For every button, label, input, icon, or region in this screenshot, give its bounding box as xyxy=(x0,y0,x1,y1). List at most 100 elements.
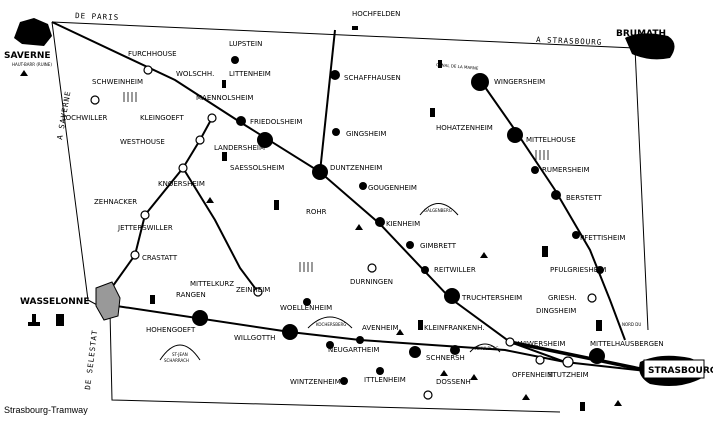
village-friedolsheim: FRIEDOLSHEIM xyxy=(250,118,302,126)
tree-icon xyxy=(522,394,530,400)
village-westhouse: WESTHOUSE xyxy=(120,138,165,146)
village-woellenheim: WOELLENHEIM xyxy=(280,304,332,312)
village-knoersheim: KNOERSHEIM xyxy=(158,180,205,188)
map-caption: Strasbourg-Tramway xyxy=(4,405,88,415)
station-griesh xyxy=(587,293,597,303)
village-offenheim: OFFENHEIM xyxy=(512,371,553,379)
village-mittelkurz: MITTELKURZ xyxy=(190,280,234,288)
vineyard-icons xyxy=(123,92,549,272)
church-icon xyxy=(430,108,435,117)
hill-labels: GALGENBERG ST-JEAN SCHARRACH KOCHERSBERG… xyxy=(164,208,499,363)
hill-label-scharrach: SCHARRACH xyxy=(164,358,189,363)
church-icon xyxy=(580,402,585,411)
station-kienheim xyxy=(375,217,385,227)
haut-barr-icon xyxy=(20,70,28,76)
church-icon xyxy=(150,295,155,304)
village-zeinheim: ZEINHEIM xyxy=(236,286,270,294)
church-icon xyxy=(596,320,602,331)
station-neugartheim xyxy=(326,341,334,349)
saverne-town-shape xyxy=(14,18,52,46)
village-rohr: ROHR xyxy=(306,208,327,216)
village-truchtersheim: TRUCHTERSHEIM xyxy=(461,294,522,302)
station-woellenheim xyxy=(303,298,311,306)
station-stutzheim xyxy=(562,356,574,368)
village-rangen: RANGEN xyxy=(176,291,206,299)
village-ittlenheim: ITTLENHEIM xyxy=(364,376,406,384)
village-durningen: DURNINGEN xyxy=(350,278,393,286)
stations-major xyxy=(192,56,605,385)
village-avenheim: AVENHEIM xyxy=(362,324,399,332)
village-pfettisheim: PFETTISHEIM xyxy=(580,234,625,242)
village-wiwersheim: WIWERSHEIM xyxy=(518,340,565,348)
station-mittelhausbergen xyxy=(589,348,605,364)
town-brumath: BRUMATH xyxy=(616,29,666,39)
village-gougenheim: GOUGENHEIM xyxy=(368,184,417,192)
village-landersheim: LANDERSHEIM xyxy=(214,144,265,152)
station-knoersheim xyxy=(178,163,188,173)
wasselonne-monument-icons xyxy=(28,314,64,326)
village-kleingoeft: KLEINGOEFT xyxy=(140,114,184,122)
station-friedolsheim xyxy=(236,116,246,126)
village-rumersheim: RUMERSHEIM xyxy=(542,166,590,174)
church-icon xyxy=(418,320,423,330)
village-dossenh: DOSSENH xyxy=(436,378,471,386)
village-gimbrett: GIMBRETT xyxy=(420,242,457,250)
road-label-canal: CANAL DE LA MARNE xyxy=(436,62,479,71)
tree-icon xyxy=(480,252,488,258)
tram-line-crastatt xyxy=(109,167,184,291)
tram-line-zeinheim xyxy=(182,167,259,293)
town-saverne: SAVERNE xyxy=(4,51,51,61)
hill-st-jean xyxy=(159,344,201,361)
village-hohatzenheim: HOHATZENHEIM xyxy=(436,124,493,132)
town-strasbourg: STRASBOURG xyxy=(648,366,713,376)
strasbourg-label-box xyxy=(643,359,705,379)
town-wasselonne: WASSELONNE xyxy=(20,297,89,307)
hill-label-kochersberg: KOCHERSBERG xyxy=(316,322,346,327)
station-hohengoeft xyxy=(192,310,208,326)
station-gougenheim xyxy=(359,182,367,190)
hochfelden-marker xyxy=(352,26,358,30)
hill-kochersberg xyxy=(307,316,353,329)
town-hochfelden: HOCHFELDEN xyxy=(352,10,400,18)
village-furchhouse: FURCHHOUSE xyxy=(128,50,177,58)
hills xyxy=(159,203,501,361)
church-icon xyxy=(222,152,227,161)
station-offenheim xyxy=(535,355,545,365)
village-kleinfrankenheim: KLEINFRANKENH. xyxy=(424,324,484,332)
station-gingsheim xyxy=(332,128,340,136)
village-neugartheim: NEUGARTHEIM xyxy=(328,346,379,354)
village-hohengoeft: HOHENGOEFT xyxy=(146,326,196,334)
village-willgotth: WILLGOTTH xyxy=(234,334,275,342)
village-lochwiller: LOCHWILLER xyxy=(62,114,108,122)
station-duntzenheim xyxy=(312,164,328,180)
town-haut-barr: HAUT-BARR (RUINE) xyxy=(12,62,52,67)
village-kienheim: KIENHEIM xyxy=(386,220,420,228)
tree-icon xyxy=(355,224,363,230)
station-jetterswiller xyxy=(140,210,150,220)
church-icon xyxy=(542,246,548,257)
village-reitwiller: REITWILLER xyxy=(434,266,476,274)
station-pfulgriesheim xyxy=(596,266,604,274)
station-lupstein xyxy=(231,56,239,64)
station-mittelhouse xyxy=(507,127,523,143)
station-wintzenheim xyxy=(340,377,348,385)
village-labels: FURCHHOUSE LUPSTEIN WOLSCHH. LITTENHEIM … xyxy=(62,40,664,386)
tree-icon xyxy=(440,370,448,376)
village-wingersheim: WINGERSHEIM xyxy=(494,78,545,86)
village-griesh: GRIESH. xyxy=(548,294,577,302)
station-maennolsheim xyxy=(207,113,217,123)
station-berstett xyxy=(551,190,561,200)
station-gimbrett xyxy=(406,241,414,249)
tree-icon xyxy=(206,197,214,203)
village-gingsheim: GINGSHEIM xyxy=(346,130,386,138)
road-label-paris: DE PARIS xyxy=(75,11,119,22)
road-label-selestat: DE SELESTAT xyxy=(83,329,99,390)
road-label-nord: NORD DU xyxy=(622,322,641,327)
station-ittlenheim xyxy=(376,367,384,375)
station-lochwiller xyxy=(90,95,100,105)
station-zeinheim xyxy=(253,287,263,297)
station-avenheim xyxy=(356,336,364,344)
stations-minor xyxy=(90,65,597,400)
station-crastatt xyxy=(130,250,140,260)
